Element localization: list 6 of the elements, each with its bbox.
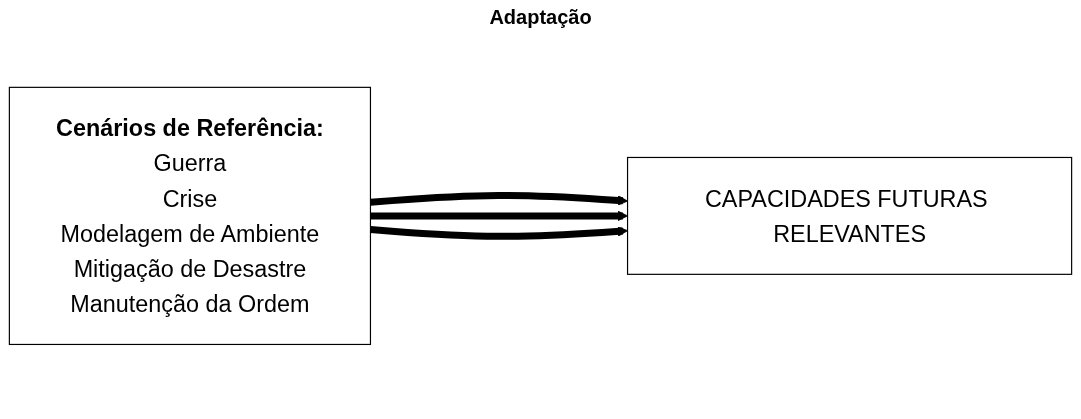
node-box: CAPACIDADES FUTURAS RELEVANTES (626, 156, 1073, 275)
node-box: Cenários de Referência: Guerra Crise Modelagem de Ambiente Mitigação de Desastre Manutenção da Ordem (8, 86, 372, 346)
diagram-label: Adaptação (489, 6, 592, 29)
arrow (370, 226, 628, 240)
arrow (370, 210, 628, 222)
arrow (370, 192, 628, 206)
